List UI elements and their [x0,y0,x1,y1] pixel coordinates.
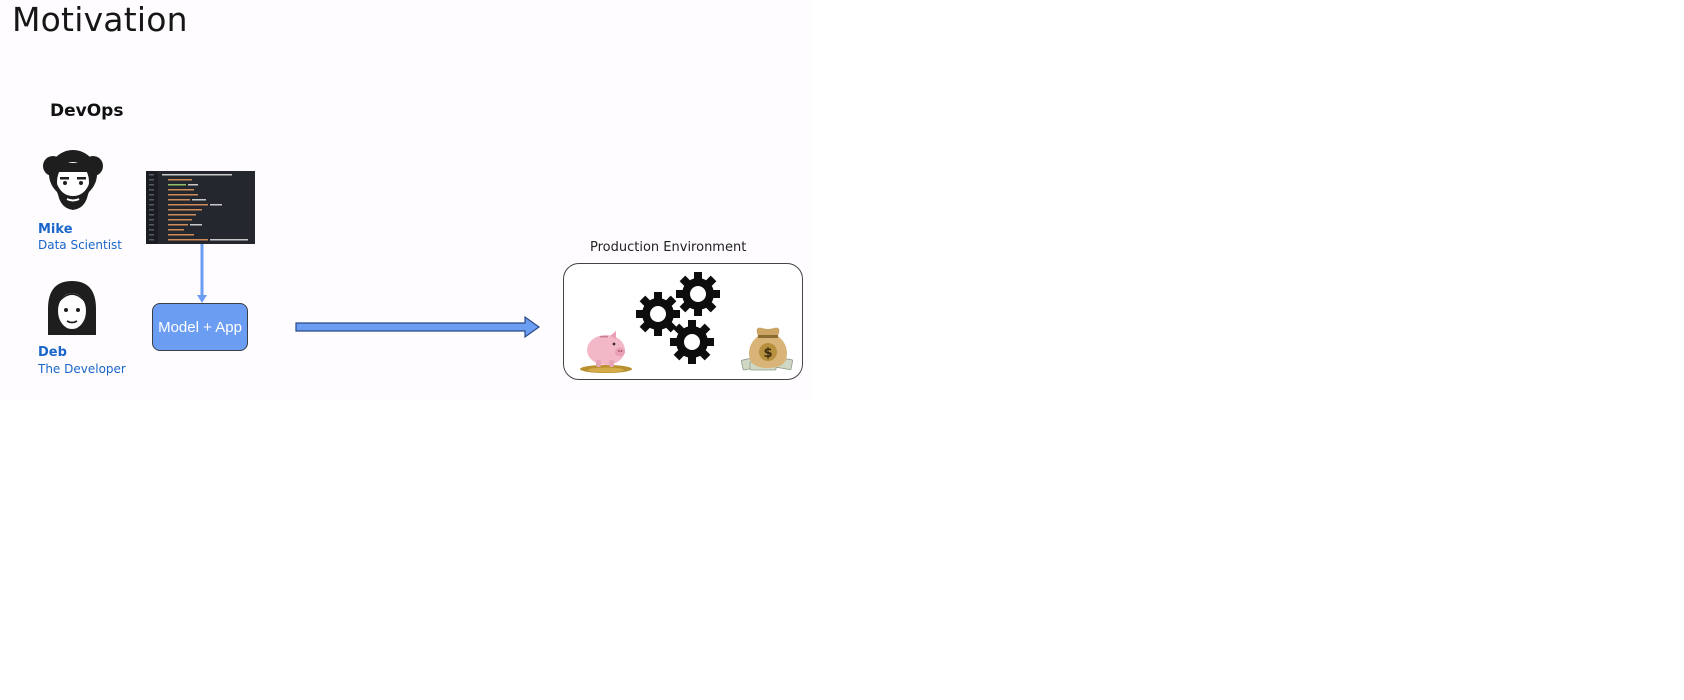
model-app-box: Model + App [152,303,248,351]
bearded-man-avatar-icon [40,148,106,214]
money-bag-icon: $ [740,327,793,371]
person-role-deb: The Developer [38,362,126,376]
gears-icon [636,272,720,364]
section-title: DevOps [50,101,124,121]
production-environment-box: $ [563,263,803,380]
svg-text:$: $ [763,346,772,361]
person-name-mike: Mike [38,222,73,237]
production-environment-label: Production Environment [590,240,747,255]
woman-avatar-icon [44,279,100,339]
deploy-arrow [295,315,541,339]
person-name-deb: Deb [38,345,67,360]
piggy-bank-icon [580,331,632,373]
code-editor-screenshot [146,171,255,244]
slide-title: Motivation [12,0,188,39]
person-role-mike: Data Scientist [38,238,122,252]
down-arrow [197,244,207,303]
